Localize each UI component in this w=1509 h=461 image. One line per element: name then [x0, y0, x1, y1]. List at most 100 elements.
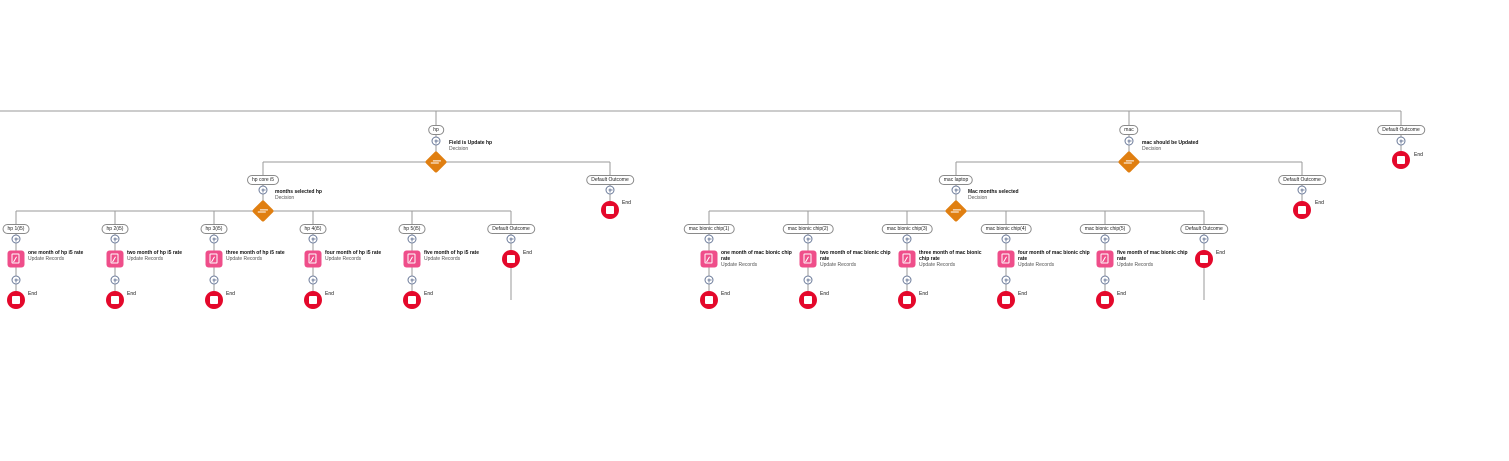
- add-element-icon[interactable]: [258, 185, 268, 195]
- add-element-icon[interactable]: [431, 136, 441, 146]
- outcome-mac-default[interactable]: Default Outcome: [1278, 175, 1326, 185]
- update-records-hp-type: Update Records: [226, 256, 263, 262]
- end-icon[interactable]: [7, 291, 25, 309]
- update-records-hp-type: Update Records: [325, 256, 362, 262]
- update-records-icon[interactable]: [304, 250, 322, 268]
- outcome-hp-option[interactable]: hp 5(i5): [398, 224, 426, 234]
- add-element-icon[interactable]: [11, 275, 21, 285]
- add-element-icon[interactable]: [407, 234, 417, 244]
- outcome-mac-laptop[interactable]: mac laptop: [938, 175, 974, 185]
- outcome-default-top[interactable]: Default Outcome: [1377, 125, 1425, 135]
- add-element-icon[interactable]: [1001, 275, 1011, 285]
- add-element-icon[interactable]: [1396, 136, 1406, 146]
- outcome-mac-option[interactable]: mac bionic chip(2): [782, 224, 834, 234]
- end-icon[interactable]: [205, 291, 223, 309]
- end-icon[interactable]: [700, 291, 718, 309]
- update-records-hp-title: two month of hp i5 rate: [127, 250, 182, 256]
- outcome-hp[interactable]: hp: [428, 125, 444, 135]
- update-records-icon[interactable]: [106, 250, 124, 268]
- outcome-hp-option[interactable]: Default Outcome: [487, 224, 535, 234]
- update-records-mac-title: one month of mac bionic chip rate: [721, 250, 792, 262]
- update-records-mac-type: Update Records: [721, 262, 758, 268]
- update-records-icon[interactable]: [7, 250, 25, 268]
- outcome-mac-option[interactable]: Default Outcome: [1180, 224, 1228, 234]
- add-element-icon[interactable]: [803, 234, 813, 244]
- decision-field-is-update-hp-title: Field is Update hp: [449, 140, 493, 146]
- update-records-icon[interactable]: [700, 250, 718, 268]
- end-icon[interactable]: [502, 250, 520, 268]
- add-element-icon[interactable]: [1100, 275, 1110, 285]
- update-records-hp-type: Update Records: [127, 256, 164, 262]
- add-element-icon[interactable]: [11, 234, 21, 244]
- end-icon[interactable]: [1096, 291, 1114, 309]
- update-records-icon[interactable]: [898, 250, 916, 268]
- add-element-icon[interactable]: [1124, 136, 1134, 146]
- end-icon[interactable]: [799, 291, 817, 309]
- add-element-icon[interactable]: [1001, 234, 1011, 244]
- add-element-icon[interactable]: [1297, 185, 1307, 195]
- outcome-hp-option[interactable]: hp 3(i5): [200, 224, 228, 234]
- outcome-mac[interactable]: mac: [1119, 125, 1139, 135]
- outcome-mac-option[interactable]: mac bionic chip(1): [683, 224, 735, 234]
- add-element-icon[interactable]: [951, 185, 961, 195]
- decision-mac-months-selected-type: Decision: [968, 195, 988, 201]
- add-element-icon[interactable]: [308, 275, 318, 285]
- add-element-icon[interactable]: [407, 275, 417, 285]
- add-element-icon[interactable]: [605, 185, 615, 195]
- update-records-mac-type: Update Records: [919, 262, 956, 268]
- update-records-icon[interactable]: [1096, 250, 1114, 268]
- end-icon[interactable]: [403, 291, 421, 309]
- update-records-icon[interactable]: [997, 250, 1015, 268]
- add-element-icon[interactable]: [308, 234, 318, 244]
- add-element-icon[interactable]: [506, 234, 516, 244]
- end-label: End: [1216, 250, 1225, 256]
- outcome-hp-core-i5[interactable]: hp core i5: [247, 175, 279, 185]
- update-records-icon[interactable]: [205, 250, 223, 268]
- outcome-hp-default[interactable]: Default Outcome: [586, 175, 634, 185]
- add-element-icon[interactable]: [902, 234, 912, 244]
- add-element-icon[interactable]: [1199, 234, 1209, 244]
- add-element-icon[interactable]: [110, 234, 120, 244]
- add-element-icon[interactable]: [704, 275, 714, 285]
- add-element-icon[interactable]: [209, 275, 219, 285]
- end-icon[interactable]: [1195, 250, 1213, 268]
- end-icon[interactable]: [106, 291, 124, 309]
- end-label: End: [820, 291, 829, 297]
- decision-mac-should-be-updated-type: Decision: [1142, 146, 1162, 152]
- end-icon[interactable]: [1293, 201, 1311, 219]
- end-icon[interactable]: [304, 291, 322, 309]
- outcome-hp-option[interactable]: hp 4(i5): [299, 224, 327, 234]
- end-label: End: [622, 200, 631, 206]
- update-records-mac-title: three month of mac bionic chip rate: [919, 250, 982, 262]
- add-element-icon[interactable]: [209, 234, 219, 244]
- update-records-mac-type: Update Records: [820, 262, 857, 268]
- update-records-hp-title: three month of hp i5 rate: [226, 250, 285, 256]
- outcome-mac-option[interactable]: mac bionic chip(5): [1079, 224, 1131, 234]
- end-icon[interactable]: [1392, 151, 1410, 169]
- add-element-icon[interactable]: [902, 275, 912, 285]
- end-icon[interactable]: [898, 291, 916, 309]
- update-records-icon[interactable]: [403, 250, 421, 268]
- end-label: End: [424, 291, 433, 297]
- outcome-hp-option[interactable]: hp 2(i5): [101, 224, 129, 234]
- add-element-icon[interactable]: [110, 275, 120, 285]
- outcome-mac-option[interactable]: mac bionic chip(4): [980, 224, 1032, 234]
- end-icon[interactable]: [601, 201, 619, 219]
- outcome-mac-option[interactable]: mac bionic chip(3): [881, 224, 933, 234]
- update-records-hp-type: Update Records: [424, 256, 461, 262]
- end-icon[interactable]: [997, 291, 1015, 309]
- add-element-icon[interactable]: [1100, 234, 1110, 244]
- add-element-icon[interactable]: [704, 234, 714, 244]
- outcome-hp-option[interactable]: hp 1(i5): [2, 224, 30, 234]
- update-records-icon[interactable]: [799, 250, 817, 268]
- add-element-icon[interactable]: [803, 275, 813, 285]
